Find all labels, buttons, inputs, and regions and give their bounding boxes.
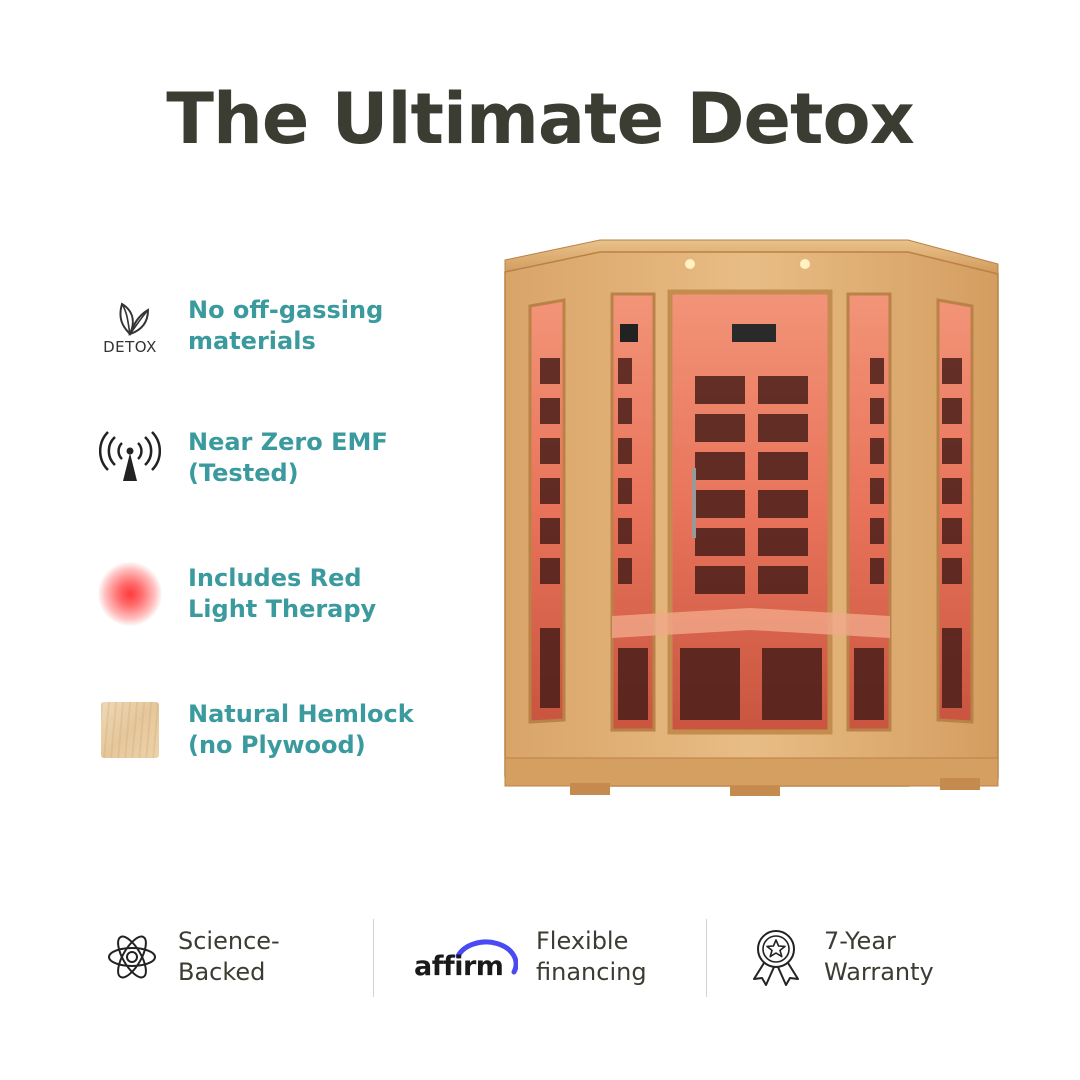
feature-label: No off-gassing materials: [188, 296, 384, 355]
trust-badges-bar: Science- Backed affirm Flexible financin…: [0, 915, 1080, 999]
page-title: The Ultimate Detox: [166, 78, 915, 160]
leaf-detox-icon: DETOX: [96, 292, 164, 360]
divider: [706, 919, 707, 997]
detox-icon-text: DETOX: [103, 338, 157, 356]
antenna-signal-icon: [96, 424, 164, 492]
award-ribbon-icon: [753, 930, 799, 986]
divider: [373, 919, 374, 997]
badge-label: Flexible financing: [536, 927, 647, 986]
feature-label: Near Zero EMF (Tested): [188, 428, 388, 487]
badge-label: Science- Backed: [178, 927, 280, 986]
feature-red-light: Includes Red Light Therapy: [96, 554, 456, 634]
feature-label: Natural Hemlock (no Plywood): [188, 700, 414, 759]
badge-science-backed: Science- Backed: [106, 915, 280, 999]
sauna-product-image: [500, 228, 1005, 796]
atom-icon: [108, 935, 156, 979]
affirm-logo-text: affirm: [414, 951, 504, 982]
red-light-icon: [96, 560, 164, 628]
badge-label: 7-Year Warranty: [824, 927, 934, 986]
badge-warranty: 7-Year Warranty: [748, 915, 934, 999]
feature-no-off-gassing: DETOX No off-gassing materials: [96, 286, 456, 366]
feature-label: Includes Red Light Therapy: [188, 564, 377, 623]
feature-near-zero-emf: Near Zero EMF (Tested): [96, 418, 456, 498]
badge-flexible-financing: affirm Flexible financing: [414, 915, 647, 999]
feature-natural-hemlock: Natural Hemlock (no Plywood): [96, 690, 456, 770]
wood-swatch-icon: [96, 696, 164, 764]
affirm-logo: affirm: [414, 932, 518, 982]
